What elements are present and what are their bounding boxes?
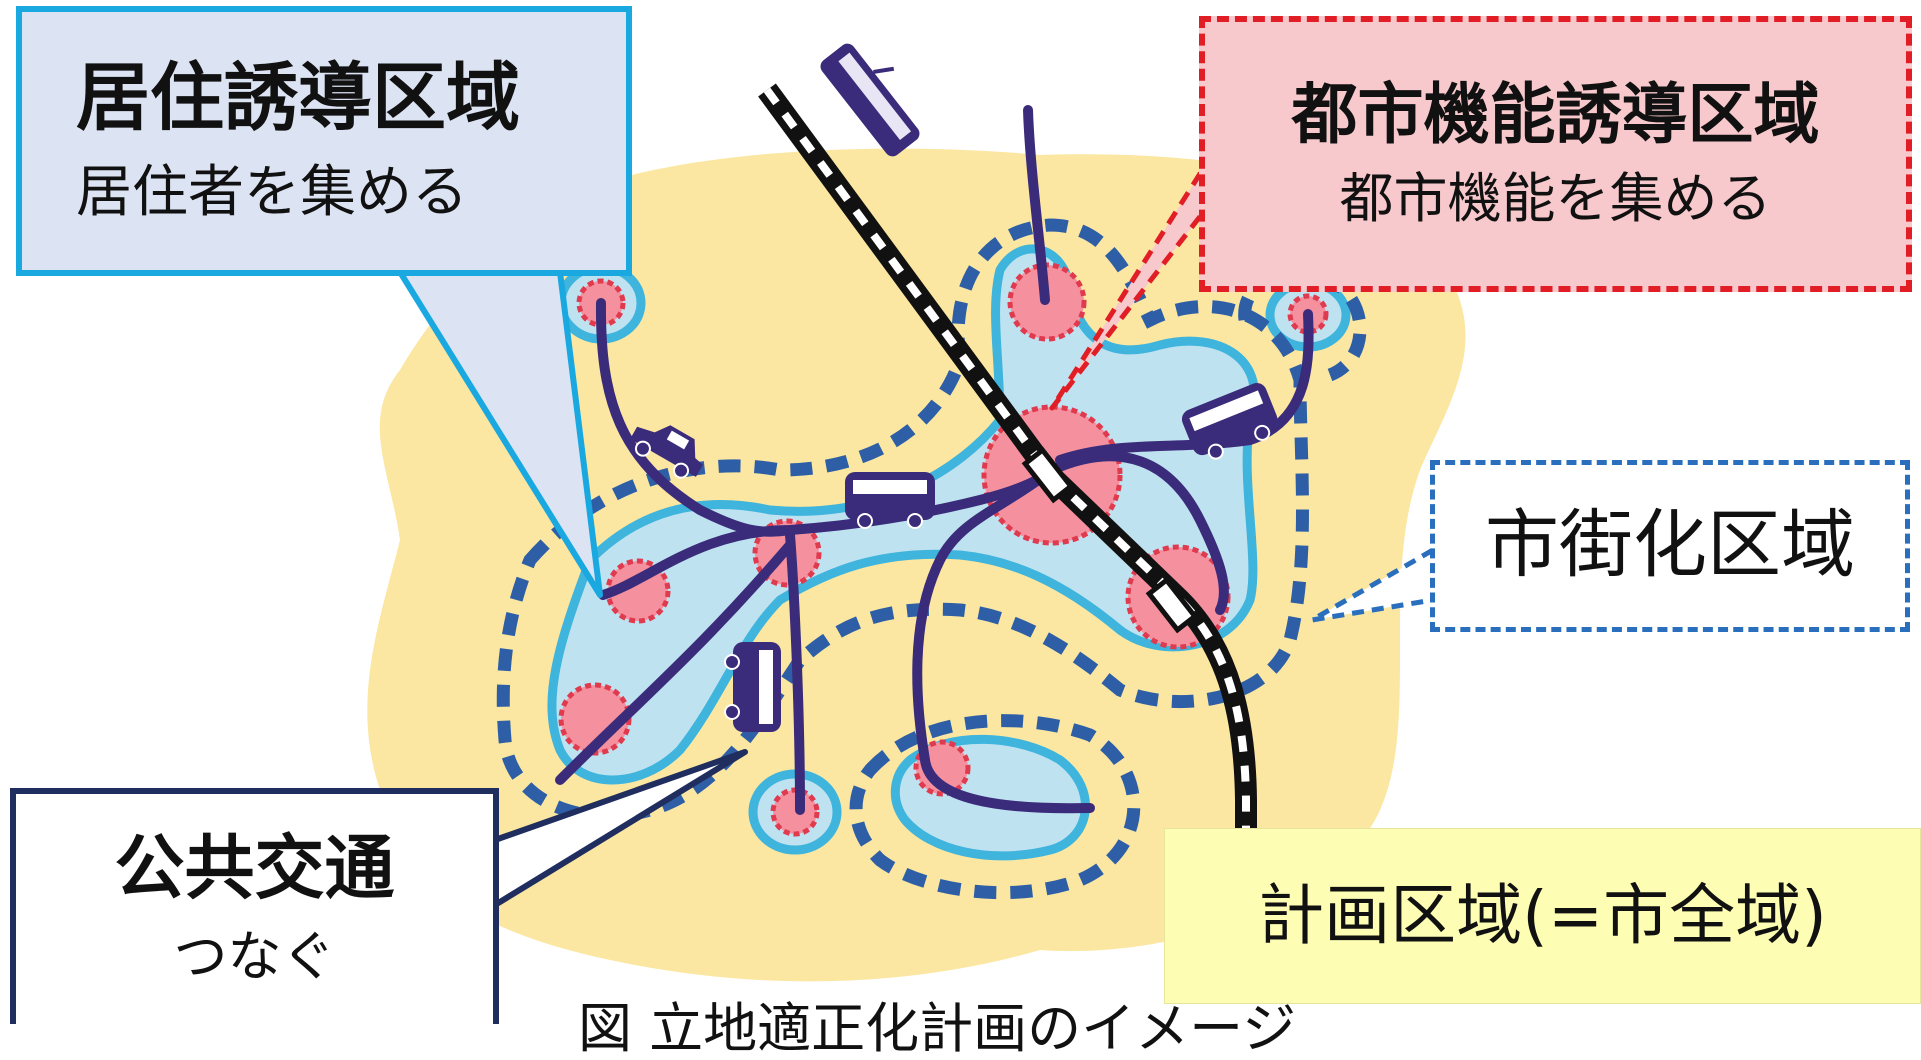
callout-title: 計画区域(=市全域) (1258, 877, 1827, 955)
tram-icon (820, 43, 920, 157)
callout-subtitle: つなぐ (173, 924, 336, 988)
urban-function-inducement-callout: 都市機能誘導区域 都市機能を集める (1199, 16, 1912, 292)
callout-subtitle: 都市機能を集める (1339, 166, 1772, 230)
station-icon (1021, 446, 1075, 504)
callout-title: 市街化区域 (1485, 502, 1855, 589)
callout-subtitle: 居住者を集める (76, 159, 468, 225)
station-icons (1021, 446, 1199, 634)
station-icon (1145, 576, 1199, 634)
bus-icon (724, 642, 781, 732)
transit-routes (555, 105, 1314, 815)
figure-caption: 図 立地適正化計画のイメージ (578, 997, 1297, 1060)
car-icon (630, 425, 703, 479)
callout-title: 公共交通 (114, 827, 395, 910)
callout-title: 都市機能誘導区域 (1291, 75, 1820, 153)
callout-title: 居住誘導区域 (76, 54, 520, 141)
planning-area-callout: 計画区域(=市全域) (1164, 828, 1921, 1004)
residential-inducement-callout: 居住誘導区域 居住者を集める (16, 6, 632, 276)
public-transport-callout: 公共交通 つなぐ (10, 788, 499, 1024)
bus-icon (845, 472, 935, 529)
city-planning-map (367, 43, 1466, 982)
bus-icon (1181, 382, 1278, 460)
urbanization-area-callout: 市街化区域 (1430, 460, 1910, 632)
